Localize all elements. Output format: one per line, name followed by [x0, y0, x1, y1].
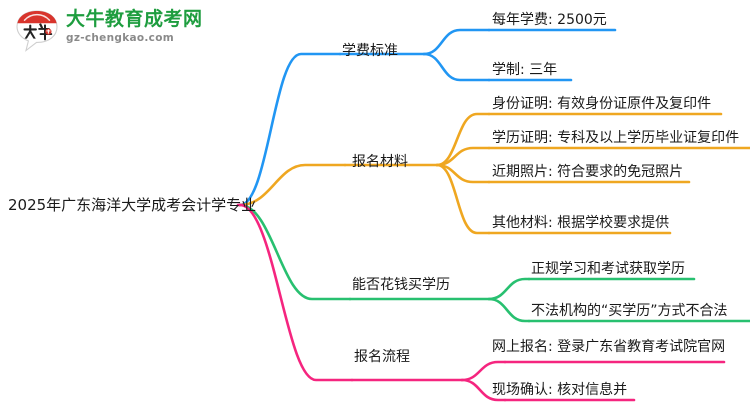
- root-node[interactable]: 2025年广东海洋大学成考会计学专业: [8, 196, 257, 214]
- logo-brand-cn: 大牛教育成考网: [66, 8, 203, 30]
- link-branch-2-leaf-1: [487, 297, 531, 323]
- leaf-node-online-registration[interactable]: 网上报名: 登录广东省教育考试院官网: [492, 339, 726, 355]
- leaf-node-legit-study[interactable]: 正规学习和考试获取学历: [531, 261, 685, 277]
- link-root-branch-0: [238, 52, 342, 207]
- leaf-node-education-proof[interactable]: 学历证明: 专科及以上学历毕业证复印件: [492, 130, 740, 146]
- link-root-branch-3: [238, 203, 354, 382]
- leaf-node-annual-tuition[interactable]: 每年学费: 2500元: [492, 12, 607, 28]
- link-branch-1-leaf-0: [435, 112, 491, 167]
- site-logo: 大牛教育成考网 gz-chengkao.com: [14, 6, 204, 56]
- logo-mark-icon: [16, 10, 58, 52]
- logo-brand-en: gz-chengkao.com: [66, 32, 174, 44]
- link-branch-1-leaf-1: [435, 146, 491, 167]
- link-branch-2-leaf-0: [487, 277, 531, 301]
- link-branch-3-leaf-0: [460, 360, 507, 382]
- branch-node-buy-degree[interactable]: 能否花钱买学历: [352, 277, 450, 293]
- leaf-node-illegal-purchase[interactable]: 不法机构的“买学历”方式不合法: [531, 303, 728, 319]
- link-root-branch-1: [238, 163, 347, 207]
- link-branch-0-leaf-1: [422, 52, 491, 82]
- link-branch-0-leaf-0: [422, 28, 491, 56]
- leaf-node-id-proof[interactable]: 身份证明: 有效身份证原件及复印件: [492, 96, 712, 112]
- branch-node-application-process[interactable]: 报名流程: [354, 349, 410, 365]
- link-branch-3-leaf-1: [460, 378, 507, 402]
- link-root-branch-2: [238, 203, 352, 301]
- logo-wordmark: 大牛教育成考网 gz-chengkao.com: [66, 8, 203, 45]
- leaf-node-recent-photo[interactable]: 近期照片: 符合要求的免冠照片: [492, 164, 684, 180]
- branch-node-tuition[interactable]: 学费标准: [342, 43, 398, 59]
- leaf-node-onsite-confirmation[interactable]: 现场确认: 核对信息并: [492, 382, 628, 398]
- leaf-node-other-materials[interactable]: 其他材料: 根据学校要求提供: [492, 215, 670, 231]
- branch-node-application-materials[interactable]: 报名材料: [352, 154, 408, 170]
- link-branch-1-leaf-3: [435, 163, 491, 235]
- leaf-node-study-length[interactable]: 学制: 三年: [492, 62, 558, 78]
